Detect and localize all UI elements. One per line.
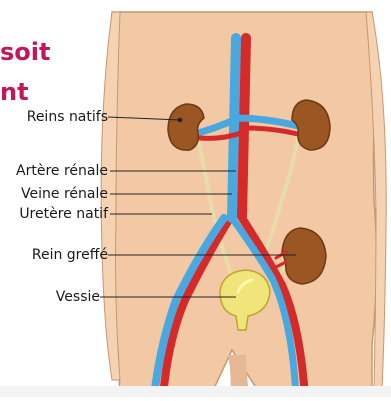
heading-line-2: nt (0, 78, 46, 106)
label-artere-renale: Artère rénale (16, 163, 108, 179)
leader-dot-reins-natifs (178, 118, 182, 122)
label-reins-natifs: Reins natifs (27, 109, 108, 125)
bottom-strip (0, 386, 391, 397)
label-veine-renale: Veine rénale (21, 186, 108, 202)
transplanted-kidney (282, 228, 326, 284)
label-uretere-natif: Uretère natif (19, 206, 108, 222)
heading-line-1: soit (0, 38, 66, 66)
label-rein-greffe: Rein greffé (32, 247, 108, 263)
label-vessie: Vessie (56, 289, 100, 305)
vena-cava (232, 38, 236, 218)
